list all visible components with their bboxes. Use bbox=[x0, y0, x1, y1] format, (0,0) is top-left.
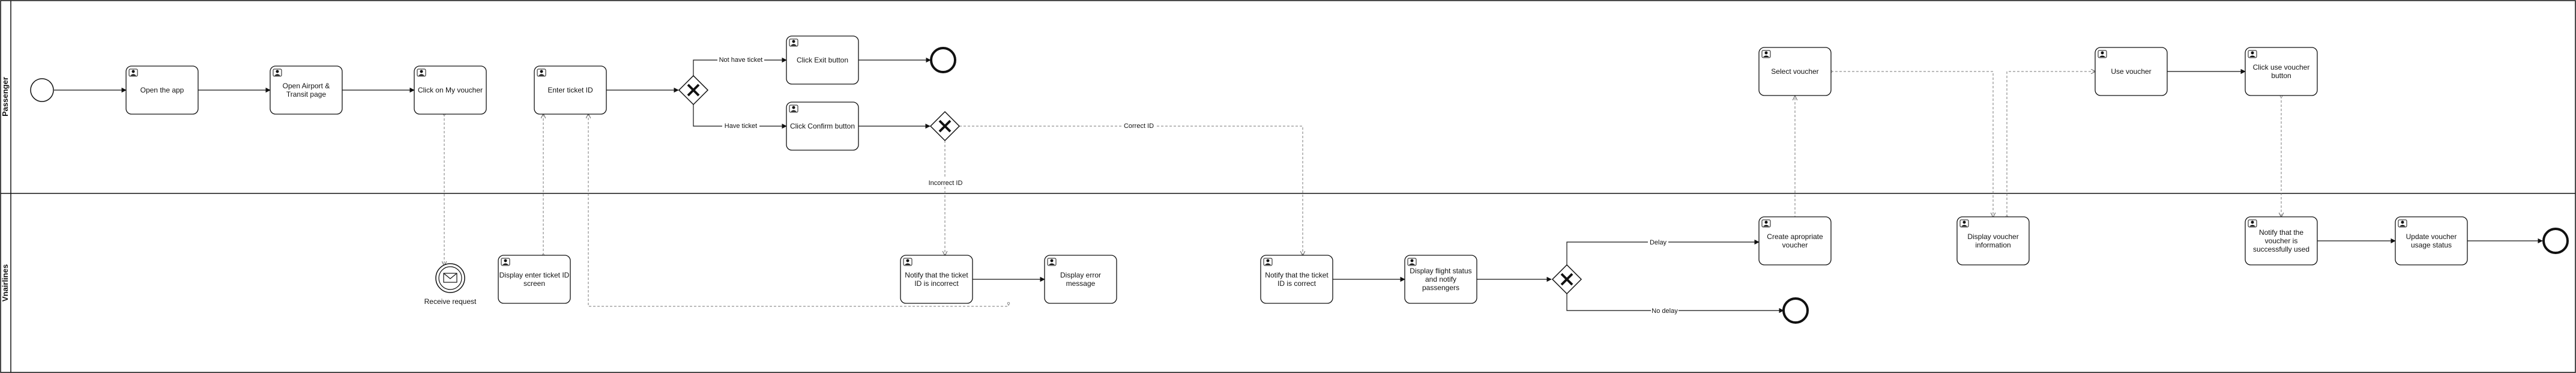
user-task-icon bbox=[2248, 50, 2257, 58]
task-click-exit-button: Click Exit button bbox=[786, 35, 859, 85]
user-task-icon bbox=[273, 68, 282, 77]
label-correct-id: Correct ID bbox=[1124, 123, 1154, 130]
task-open-app: Open the app bbox=[125, 65, 199, 115]
end-event-final bbox=[2542, 228, 2569, 254]
envelope-icon bbox=[443, 273, 457, 283]
msg-select-to-display-info bbox=[1831, 71, 1993, 217]
user-task-icon bbox=[501, 258, 510, 266]
gateway-id-check bbox=[929, 111, 961, 142]
exclusive-x-icon bbox=[1560, 273, 1573, 286]
flow-gateway3-to-end bbox=[1566, 294, 1784, 314]
task-enter-ticket-id: Enter ticket ID bbox=[534, 65, 607, 115]
task-label-line: Display error bbox=[1060, 271, 1101, 279]
task-label-line: usage status bbox=[2411, 241, 2452, 249]
receive-request-event bbox=[435, 263, 465, 293]
task-label-line: voucher is bbox=[2265, 237, 2298, 245]
task-label-line: Update voucher bbox=[2406, 232, 2457, 241]
label-no-delay: No delay bbox=[1651, 308, 1678, 315]
task-label-line: message bbox=[1066, 279, 1096, 288]
task-label-line: voucher bbox=[1782, 241, 1808, 249]
message-flows bbox=[444, 71, 2281, 307]
task-label-line: Click Confirm button bbox=[790, 122, 855, 130]
task-label-line: and notify bbox=[1425, 275, 1456, 284]
label-not-have-ticket: Not have ticket bbox=[719, 56, 763, 64]
task-label-line: ID is correct bbox=[1277, 279, 1317, 288]
user-task-icon bbox=[789, 38, 798, 47]
task-label-line: Use voucher bbox=[2111, 67, 2151, 76]
user-task-icon bbox=[1047, 258, 1057, 266]
msg-gateway2-to-notify-correct bbox=[959, 126, 1303, 255]
task-label-line: Display voucher bbox=[1967, 232, 2018, 241]
exclusive-x-icon bbox=[687, 83, 700, 97]
task-label-line: information bbox=[1975, 241, 2010, 249]
task-label-line: successfully used bbox=[2253, 245, 2309, 253]
task-label-line: Open Airport & bbox=[283, 82, 330, 90]
task-label-line: Display flight status bbox=[1410, 267, 1471, 275]
user-task-icon bbox=[789, 105, 798, 113]
gateway-ticket bbox=[678, 74, 709, 106]
task-label-line: screen bbox=[523, 279, 545, 288]
task-open-airport-transit: Open Airport &Transit page bbox=[270, 65, 343, 115]
task-label-line: Click Exit button bbox=[797, 56, 848, 64]
user-task-icon bbox=[417, 68, 426, 77]
user-task-icon bbox=[2398, 219, 2407, 228]
task-label-line: Select voucher bbox=[1771, 67, 1818, 76]
gateway-delay bbox=[1551, 264, 1582, 295]
task-label-line: Click on My voucher bbox=[418, 86, 483, 94]
user-task-icon bbox=[537, 68, 546, 77]
task-label-line: ID is incorrect bbox=[914, 279, 959, 288]
user-task-icon bbox=[903, 258, 912, 266]
user-task-icon bbox=[1407, 258, 1417, 266]
label-have-ticket: Have ticket bbox=[725, 123, 757, 130]
user-task-icon bbox=[1959, 219, 1969, 228]
user-task-icon bbox=[2248, 219, 2257, 228]
task-label-line: Display enter ticket ID bbox=[499, 271, 570, 279]
lane-label-vnairlines: Vnairlines bbox=[1, 264, 10, 302]
task-label-line: Create apropriate bbox=[1767, 232, 1823, 241]
lane-label-passenger: Passenger bbox=[1, 77, 10, 117]
flow-gateway3-to-create-voucher bbox=[1566, 239, 1760, 265]
receive-request-label: Receive request bbox=[424, 297, 477, 306]
user-task-icon bbox=[1263, 258, 1273, 266]
task-label-line: Click use voucher bbox=[2253, 63, 2310, 71]
msg-error-to-enter-id bbox=[588, 114, 1009, 307]
end-event-no-delay bbox=[1782, 297, 1809, 324]
task-click-my-voucher: Click on My voucher bbox=[414, 65, 487, 115]
task-label-line: Notify that the bbox=[2259, 228, 2303, 237]
task-click-confirm-button: Click Confirm button bbox=[786, 102, 859, 151]
task-label-line: Transit page bbox=[286, 90, 327, 99]
user-task-icon bbox=[128, 68, 138, 77]
task-label-line: passengers bbox=[1422, 284, 1459, 292]
task-use-voucher: Use voucher bbox=[2095, 47, 2168, 96]
user-task-icon bbox=[1761, 50, 1771, 58]
start-event bbox=[30, 78, 54, 102]
task-label-line: Notify that the ticket bbox=[905, 271, 968, 279]
task-label-line: Open the app bbox=[140, 86, 184, 94]
end-event-exit bbox=[930, 47, 956, 73]
user-task-icon bbox=[2098, 50, 2107, 58]
task-label-line: Enter ticket ID bbox=[547, 86, 593, 94]
label-incorrect-id: Incorrect ID bbox=[929, 180, 963, 187]
user-task-icon bbox=[1761, 219, 1771, 228]
task-label-line: Notify that the ticket bbox=[1265, 271, 1329, 279]
exclusive-x-icon bbox=[938, 120, 952, 133]
task-select-voucher: Select voucher bbox=[1758, 47, 1832, 96]
msg-display-info-to-use bbox=[2007, 71, 2095, 217]
task-label-line: button bbox=[2271, 71, 2291, 80]
label-delay: Delay bbox=[1650, 239, 1667, 246]
flow-labels: Not have ticket Have ticket Correct ID I… bbox=[717, 55, 1679, 315]
